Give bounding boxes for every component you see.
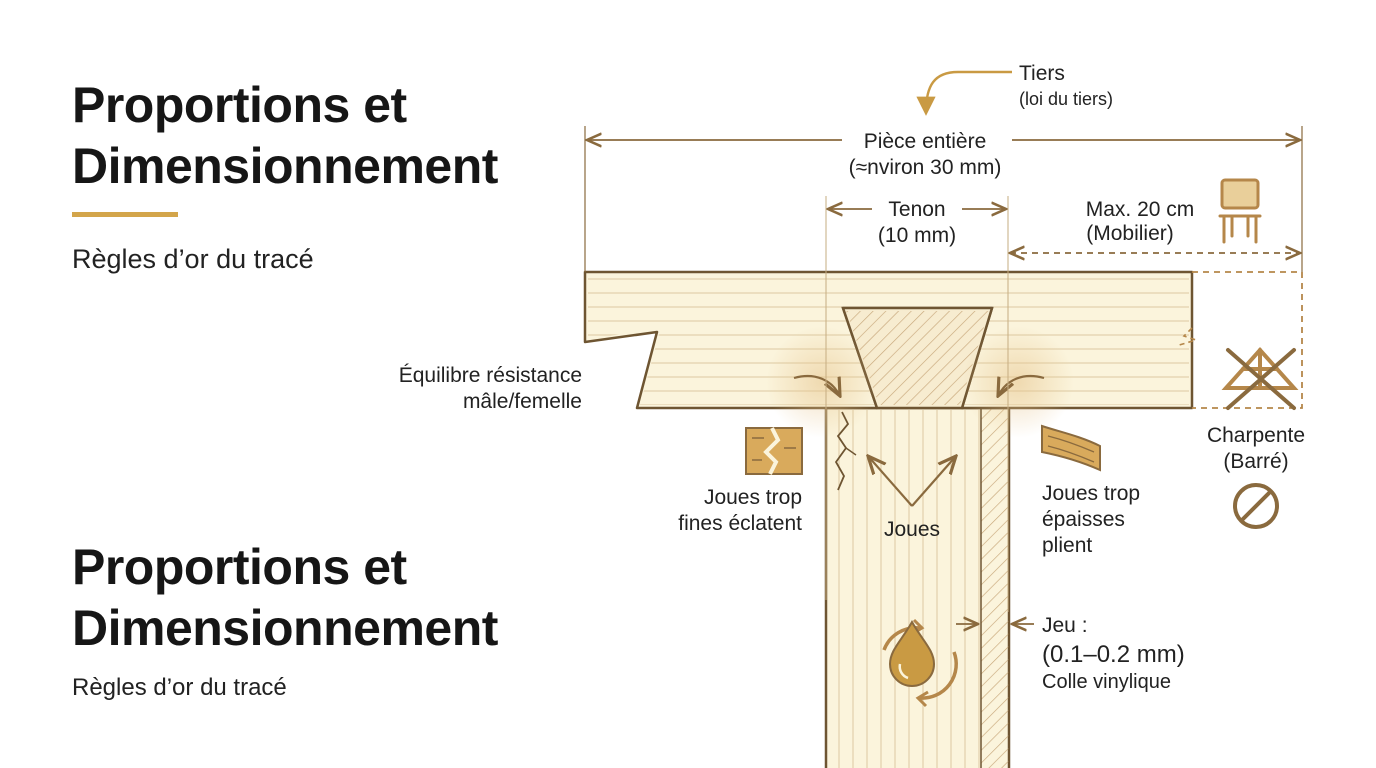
piece-note: (≈nviron 30 mm) (849, 156, 1002, 179)
bent-wood-icon (1041, 424, 1101, 472)
roof-truss-crossed-icon (1221, 347, 1299, 410)
glue-drop-icon (882, 618, 958, 708)
chair-icon (1218, 178, 1262, 244)
thick-cheeks-line-3: plient (1042, 534, 1092, 557)
page-subtitle: Règles d’or du tracé (72, 244, 314, 274)
cheek-arrow-right (911, 456, 956, 507)
page-title: Proportions et Dimensionnement (72, 75, 498, 197)
tenon-note: (10 mm) (878, 224, 956, 247)
stress-arrow-right (998, 374, 1045, 396)
thick-cheek-hatch (980, 407, 1010, 768)
repeated-subtitle: Règles d’or du tracé (72, 674, 287, 701)
repeated-title: Proportions et Dimensionnement (72, 537, 498, 659)
tenon-label: Tenon (888, 198, 945, 221)
title-accent-bar (72, 212, 178, 217)
repeated-title-line-2: Dimensionnement (72, 600, 498, 656)
stress-glow-left (766, 326, 878, 438)
split-wood-icon (745, 427, 803, 475)
repeated-title-line-1: Proportions et (72, 539, 407, 595)
thick-cheeks-line-2: épaisses (1042, 508, 1125, 531)
jeu-note: Colle vinylique (1042, 671, 1171, 693)
tiers-note: (loi du tiers) (1019, 89, 1113, 109)
joues-label: Joues (884, 518, 940, 541)
charpente-line-2: (Barré) (1223, 450, 1288, 473)
title-line-2: Dimensionnement (72, 138, 498, 194)
jeu-value: (0.1–0.2 mm) (1042, 641, 1185, 668)
thick-cheeks-line-1: Joues trop (1042, 482, 1140, 505)
thin-cheeks-line-1: Joues trop (704, 486, 802, 509)
cut-off-extension (1192, 271, 1303, 409)
stress-arrow-left (793, 374, 840, 396)
max-label: Max. 20 cm (1086, 198, 1195, 221)
vertical-member (824, 406, 1011, 768)
piece-label: Pièce entière (864, 130, 987, 153)
tiers-arrow (916, 70, 1012, 116)
title-line-1: Proportions et (72, 77, 407, 133)
tenon (841, 306, 994, 410)
thin-cheeks-line-2: fines éclatent (678, 512, 802, 535)
equilibre-line-2: mâle/femelle (463, 390, 582, 413)
tiers-label: Tiers (1019, 62, 1065, 85)
jeu-label: Jeu : (1042, 614, 1088, 637)
max-note: (Mobilier) (1086, 222, 1174, 245)
charpente-line-1: Charpente (1207, 424, 1305, 447)
cheek-arrow-left (868, 456, 913, 507)
equilibre-line-1: Équilibre résistance (399, 364, 582, 387)
prohibited-icon (1233, 483, 1279, 529)
stress-glow-right (962, 326, 1074, 438)
